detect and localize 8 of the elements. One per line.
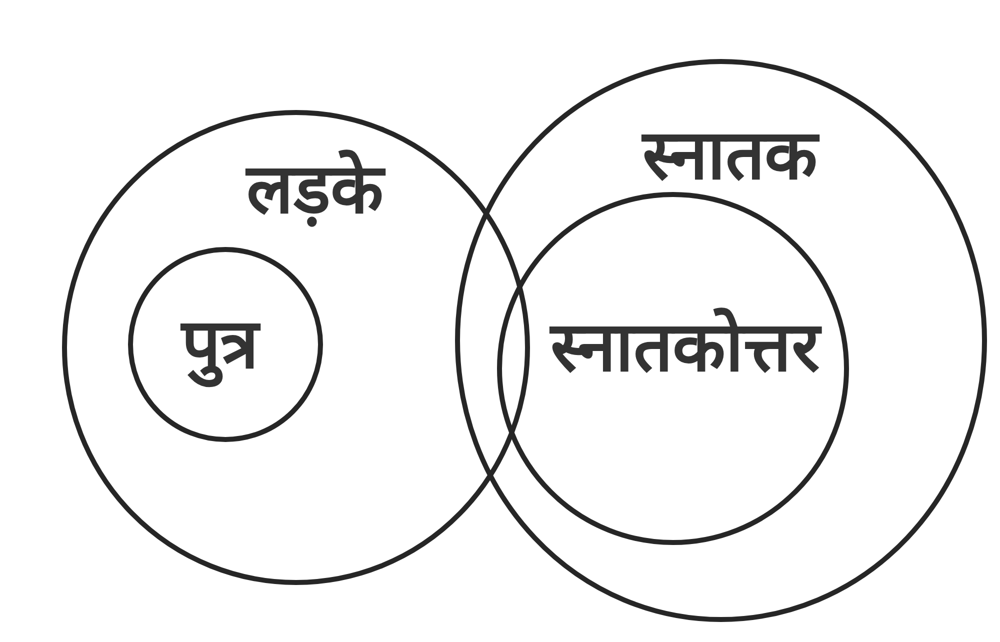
set-label: स्नातक xyxy=(642,114,818,198)
set-label: लड़के xyxy=(246,148,384,232)
venn-circle xyxy=(455,59,987,622)
venn-circle xyxy=(497,192,849,545)
set-label: पुत्र xyxy=(182,304,258,386)
venn-circle xyxy=(128,247,323,442)
set-label: स्नातकोत्तर xyxy=(550,306,820,390)
venn-circle xyxy=(62,110,530,585)
